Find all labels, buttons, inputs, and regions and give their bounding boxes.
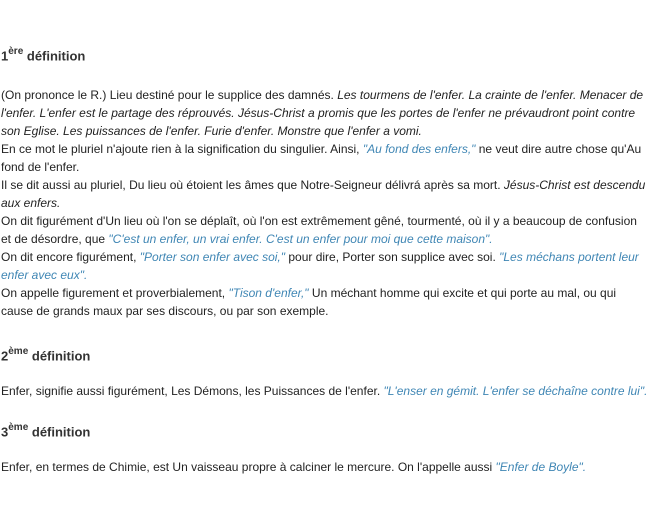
example-text: Jésus-Christ est descendu aux enfers.: [1, 178, 646, 210]
definition-paragraph: En ce mot le pluriel n'ajoute rien à la …: [1, 140, 650, 176]
definition-text: On dit figurément d'Un lieu où l'on se d…: [1, 214, 637, 246]
example-text: Les tourmens de l'enfer. La crainte de l…: [1, 88, 644, 138]
definition-text: ne veut dire autre chose qu'Au fond de l…: [1, 142, 642, 174]
definition-text: En ce mot le pluriel n'ajoute rien à la …: [1, 142, 363, 156]
definition-paragraph: (On prononce le R.) Lieu destiné pour le…: [1, 86, 650, 140]
definition-paragraph: On dit encore figurément, "Porter son en…: [1, 248, 650, 284]
definition-3-heading: 3ème définition: [1, 420, 650, 440]
definition-text: pour dire, Porter son supplice avec soi.: [285, 250, 500, 264]
definition-paragraph: Il se dit aussi au pluriel, Du lieu où é…: [1, 176, 650, 212]
quoted-example: "Enfer de Boyle".: [495, 460, 587, 474]
definition-2-body: Enfer, signifie aussi figurément, Les Dé…: [1, 382, 650, 400]
definition-3-body: Enfer, en termes de Chimie, est Un vaiss…: [1, 458, 650, 476]
definition-text: Il se dit aussi au pluriel, Du lieu où é…: [1, 178, 504, 192]
definition-text: Un méchant homme qui excite et qui porte…: [1, 286, 617, 318]
definition-text: On appelle figurement et proverbialement…: [1, 286, 229, 300]
definition-paragraph: On appelle figurement et proverbialement…: [1, 284, 650, 320]
definition-text: (On prononce le R.) Lieu destiné pour le…: [1, 88, 338, 102]
quoted-example: "Porter son enfer avec soi,": [139, 250, 286, 264]
definition-label: définition: [26, 48, 86, 64]
definition-paragraph: On dit figurément d'Un lieu où l'on se d…: [1, 212, 650, 248]
quoted-example: "Les méchans portent leur enfer avec eux…: [1, 250, 639, 282]
quoted-example: "Au fond des enfers,": [362, 142, 476, 156]
definition-number: 3: [1, 424, 9, 440]
ordinal-suffix: ème: [8, 422, 29, 433]
definition-paragraph: Enfer, en termes de Chimie, est Un vaiss…: [1, 458, 650, 476]
definition-text: Enfer, signifie aussi figurément, Les Dé…: [1, 384, 384, 398]
definition-number: 2: [1, 348, 9, 364]
definition-2-heading: 2ème définition: [1, 344, 650, 364]
definition-text: On dit encore figurément,: [1, 250, 140, 264]
quoted-example: "L'enser en gémit. L'enfer se déchaîne c…: [383, 384, 648, 398]
definition-1-body: (On prononce le R.) Lieu destiné pour le…: [1, 86, 650, 320]
definition-text: Enfer, en termes de Chimie, est Un vaiss…: [1, 460, 496, 474]
dictionary-entry: 1ère définition (On prononce le R.) Lieu…: [1, 0, 650, 476]
ordinal-suffix: ème: [8, 346, 29, 357]
quoted-example: "Tison d'enfer,": [228, 286, 309, 300]
definition-label: définition: [31, 424, 91, 440]
definition-1-heading: 1ère définition: [1, 0, 650, 64]
definition-number: 1: [1, 48, 9, 64]
ordinal-suffix: ère: [8, 46, 24, 57]
quoted-example: "C'est un enfer, un vrai enfer. C'est un…: [108, 232, 493, 246]
definition-label: définition: [31, 348, 91, 364]
definition-paragraph: Enfer, signifie aussi figurément, Les Dé…: [1, 382, 650, 400]
